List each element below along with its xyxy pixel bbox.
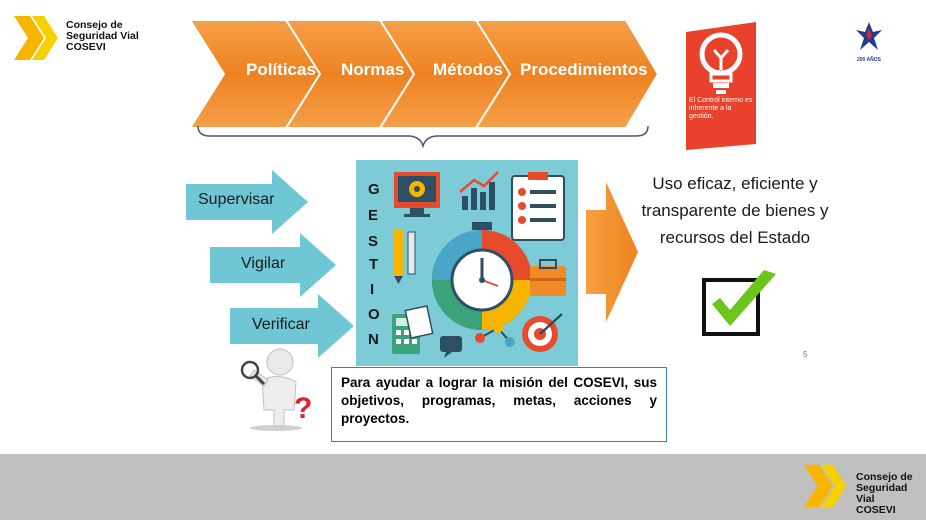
arrow-label-vigilar: Vigilar <box>241 255 286 272</box>
bar-chart-icon <box>459 171 499 210</box>
gestion-letter-s: S <box>368 233 379 250</box>
network-icon <box>475 323 515 347</box>
chevron-label-procedimientos: Procedimientos <box>520 60 648 79</box>
logo-line-2: Seguridad Vial <box>856 482 908 505</box>
cosevi-logo-footer: Consejo de Seguridad Vial COSEVI <box>800 462 926 516</box>
cosevi-chevron-icon <box>14 16 58 60</box>
stopwatch-icon <box>432 222 532 330</box>
monitor-gear-icon <box>394 172 440 217</box>
cosevi-logo-header: Consejo de Seguridad Vial COSEVI <box>10 14 140 64</box>
checkmark-icon <box>702 270 776 336</box>
logo-line-1: Consejo de <box>66 19 123 31</box>
pencil-ruler-icon <box>394 230 416 284</box>
mission-box: Para ayudar a lograr la misión del COSEV… <box>331 367 667 442</box>
gestion-letter-i: I <box>370 281 375 298</box>
process-chevrons <box>190 19 660 129</box>
gestion-letter-t: T <box>369 256 379 273</box>
hummingbird-icon <box>856 22 882 50</box>
gestion-letter-n: N <box>368 331 379 348</box>
svg-text:?: ? <box>294 392 312 425</box>
curly-brace <box>197 125 649 148</box>
logo-line-3: COSEVI <box>66 41 106 53</box>
logo-line-3: COSEVI <box>856 504 896 516</box>
speech-bubble-icon <box>440 336 462 358</box>
arrow-supervisar <box>186 170 308 234</box>
briefcase-icon <box>530 259 566 296</box>
anniversary-badge <box>850 20 888 70</box>
thinking-person-icon: ? <box>240 348 312 431</box>
management-illustration <box>392 171 566 358</box>
lightbulb-icon <box>699 32 743 94</box>
checklist-clipboard-icon <box>511 172 565 241</box>
arrow-vigilar <box>210 233 336 297</box>
anniversary-text: 200 AÑOS <box>857 57 881 63</box>
gestion-letter-e: E <box>368 207 379 224</box>
arrow-verificar <box>230 294 354 358</box>
result-arrow <box>586 182 638 322</box>
target-icon <box>522 313 563 352</box>
chevron-label-politicas: Políticas <box>246 60 316 79</box>
document-icon <box>404 305 434 339</box>
control-card-text: El Control interno es inherente a la ges… <box>689 97 753 120</box>
chevron-procedimientos <box>474 19 660 129</box>
chevron-label-metodos: Métodos <box>433 60 503 79</box>
arrow-label-verificar: Verificar <box>252 316 310 333</box>
page-number: 5 <box>803 350 808 359</box>
logo-line-1: Consejo de <box>856 471 913 483</box>
outcome-text: Uso eficaz, eficiente y transparente de … <box>641 174 829 247</box>
gestion-letter-g: G <box>368 181 380 198</box>
control-card <box>686 22 756 150</box>
footer-bar <box>0 454 926 520</box>
chevron-label-normas: Normas <box>341 60 405 79</box>
cosevi-chevron-icon <box>803 464 847 508</box>
logo-line-2: Seguridad Vial <box>66 30 139 42</box>
gestion-letter-o: O <box>368 306 380 323</box>
arrow-label-supervisar: Supervisar <box>198 191 275 208</box>
